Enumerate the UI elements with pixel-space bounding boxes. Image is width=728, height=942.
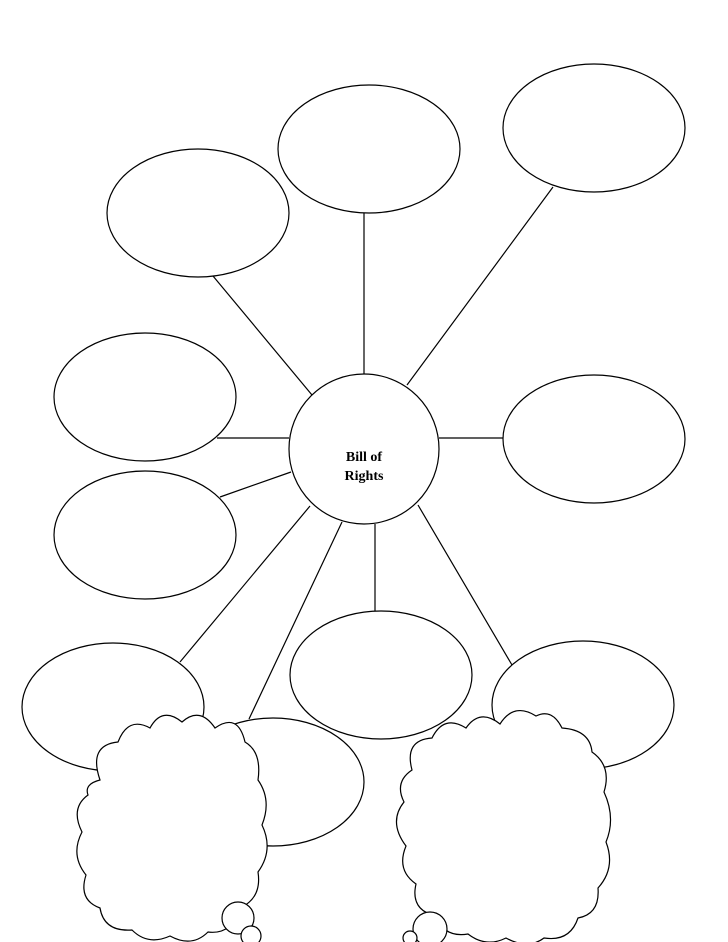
center-label: Bill of Rights (300, 448, 428, 486)
thought-cloud-right-bubble-large (412, 911, 448, 942)
center-circle (288, 373, 440, 525)
connector-bottom-left (248, 521, 343, 720)
thought-cloud-right-bubble-small (402, 930, 418, 942)
ellipse-left-lower (53, 470, 237, 600)
thought-cloud-left-bubble-large (221, 901, 255, 935)
thought-cloud-right (395, 709, 612, 942)
connector-left-lower (219, 471, 292, 498)
ellipse-left-upper (53, 332, 237, 462)
ellipse-top-right (502, 63, 686, 193)
thought-cloud-right-body (395, 709, 612, 942)
outer-ellipses (21, 63, 686, 847)
connector-lines (179, 186, 554, 720)
ellipse-top-left (106, 148, 290, 278)
connector-top-left (212, 275, 313, 396)
thought-cloud-left-body (76, 714, 268, 942)
thought-cloud-left (76, 714, 268, 942)
center-label-line1: Bill of (345, 450, 383, 465)
ellipse-top-center (277, 84, 461, 214)
connector-bottom-far-left (179, 505, 311, 663)
connector-top-right (406, 186, 554, 386)
ellipse-bottom-center (289, 610, 473, 740)
ellipse-right (502, 374, 686, 504)
thought-cloud-left-bubble-small (240, 925, 262, 942)
connector-bottom-right (417, 504, 513, 666)
center-label-line2: Rights (344, 469, 384, 484)
